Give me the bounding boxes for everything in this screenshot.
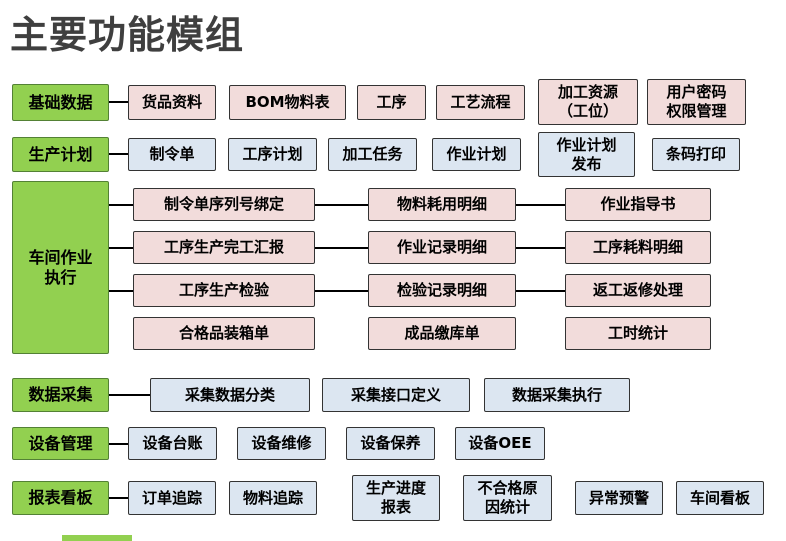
connector-line [516,247,565,249]
module-box: 工序计划 [228,138,317,171]
module-box: 数据采集执行 [484,378,630,412]
module-box: 制令单序列号绑定 [133,188,315,221]
module-box: 检验记录明细 [368,274,516,307]
connector-line [109,394,150,396]
module-box: 物料追踪 [229,481,317,515]
module-box: 返工返修处理 [565,274,711,307]
module-box: 工序耗料明细 [565,231,711,264]
category-production-plan: 生产计划 [12,137,109,172]
module-box: 生产进度 报表 [352,475,440,521]
bottom-accent-bar [62,535,132,541]
module-box: 设备OEE [455,427,545,460]
connector-line [109,204,133,206]
category-report-dashboard: 报表看板 [12,481,109,515]
module-box: BOM物料表 [229,85,346,120]
module-box: 作业指导书 [565,188,711,221]
module-box: 采集接口定义 [322,378,470,412]
module-box: 成品缴库单 [368,317,516,350]
connector-line [109,290,133,292]
module-box: 不合格原 因统计 [463,475,552,521]
connector-line [109,101,128,103]
category-workshop-execution: 车间作业 执行 [12,181,109,354]
module-box: 用户密码 权限管理 [647,79,746,125]
category-equipment-management: 设备管理 [12,427,109,460]
module-box: 工艺流程 [436,85,525,120]
connector-line [516,290,565,292]
page-title: 主要功能模组 [10,13,245,57]
module-box: 异常预警 [575,481,663,515]
module-box: 作业计划 [432,138,521,171]
module-box: 工序 [357,85,426,120]
module-box: 采集数据分类 [150,378,310,412]
module-box: 条码打印 [652,138,740,171]
module-box: 作业记录明细 [368,231,516,264]
connector-line [516,204,565,206]
module-box: 工序生产完工汇报 [133,231,315,264]
connector-line [109,153,128,155]
module-box: 车间看板 [676,481,764,515]
connector-line [109,443,128,445]
connector-line [315,204,368,206]
module-box: 加工资源 （工位） [538,79,638,125]
connector-line [109,497,128,499]
module-box: 制令单 [128,138,216,171]
module-box: 设备台账 [128,427,217,460]
category-data-collection: 数据采集 [12,378,109,412]
connector-line [315,247,368,249]
module-box: 物料耗用明细 [368,188,516,221]
module-box: 合格品装箱单 [133,317,315,350]
module-box: 设备维修 [237,427,326,460]
module-box: 订单追踪 [128,481,216,515]
module-box: 货品资料 [128,85,216,120]
module-box: 设备保养 [346,427,435,460]
module-box: 作业计划 发布 [538,132,635,177]
connector-line [109,247,133,249]
module-box: 工时统计 [565,317,711,350]
module-box: 工序生产检验 [133,274,315,307]
category-basic-data: 基础数据 [12,84,109,121]
connector-line [315,290,368,292]
module-box: 加工任务 [328,138,417,171]
